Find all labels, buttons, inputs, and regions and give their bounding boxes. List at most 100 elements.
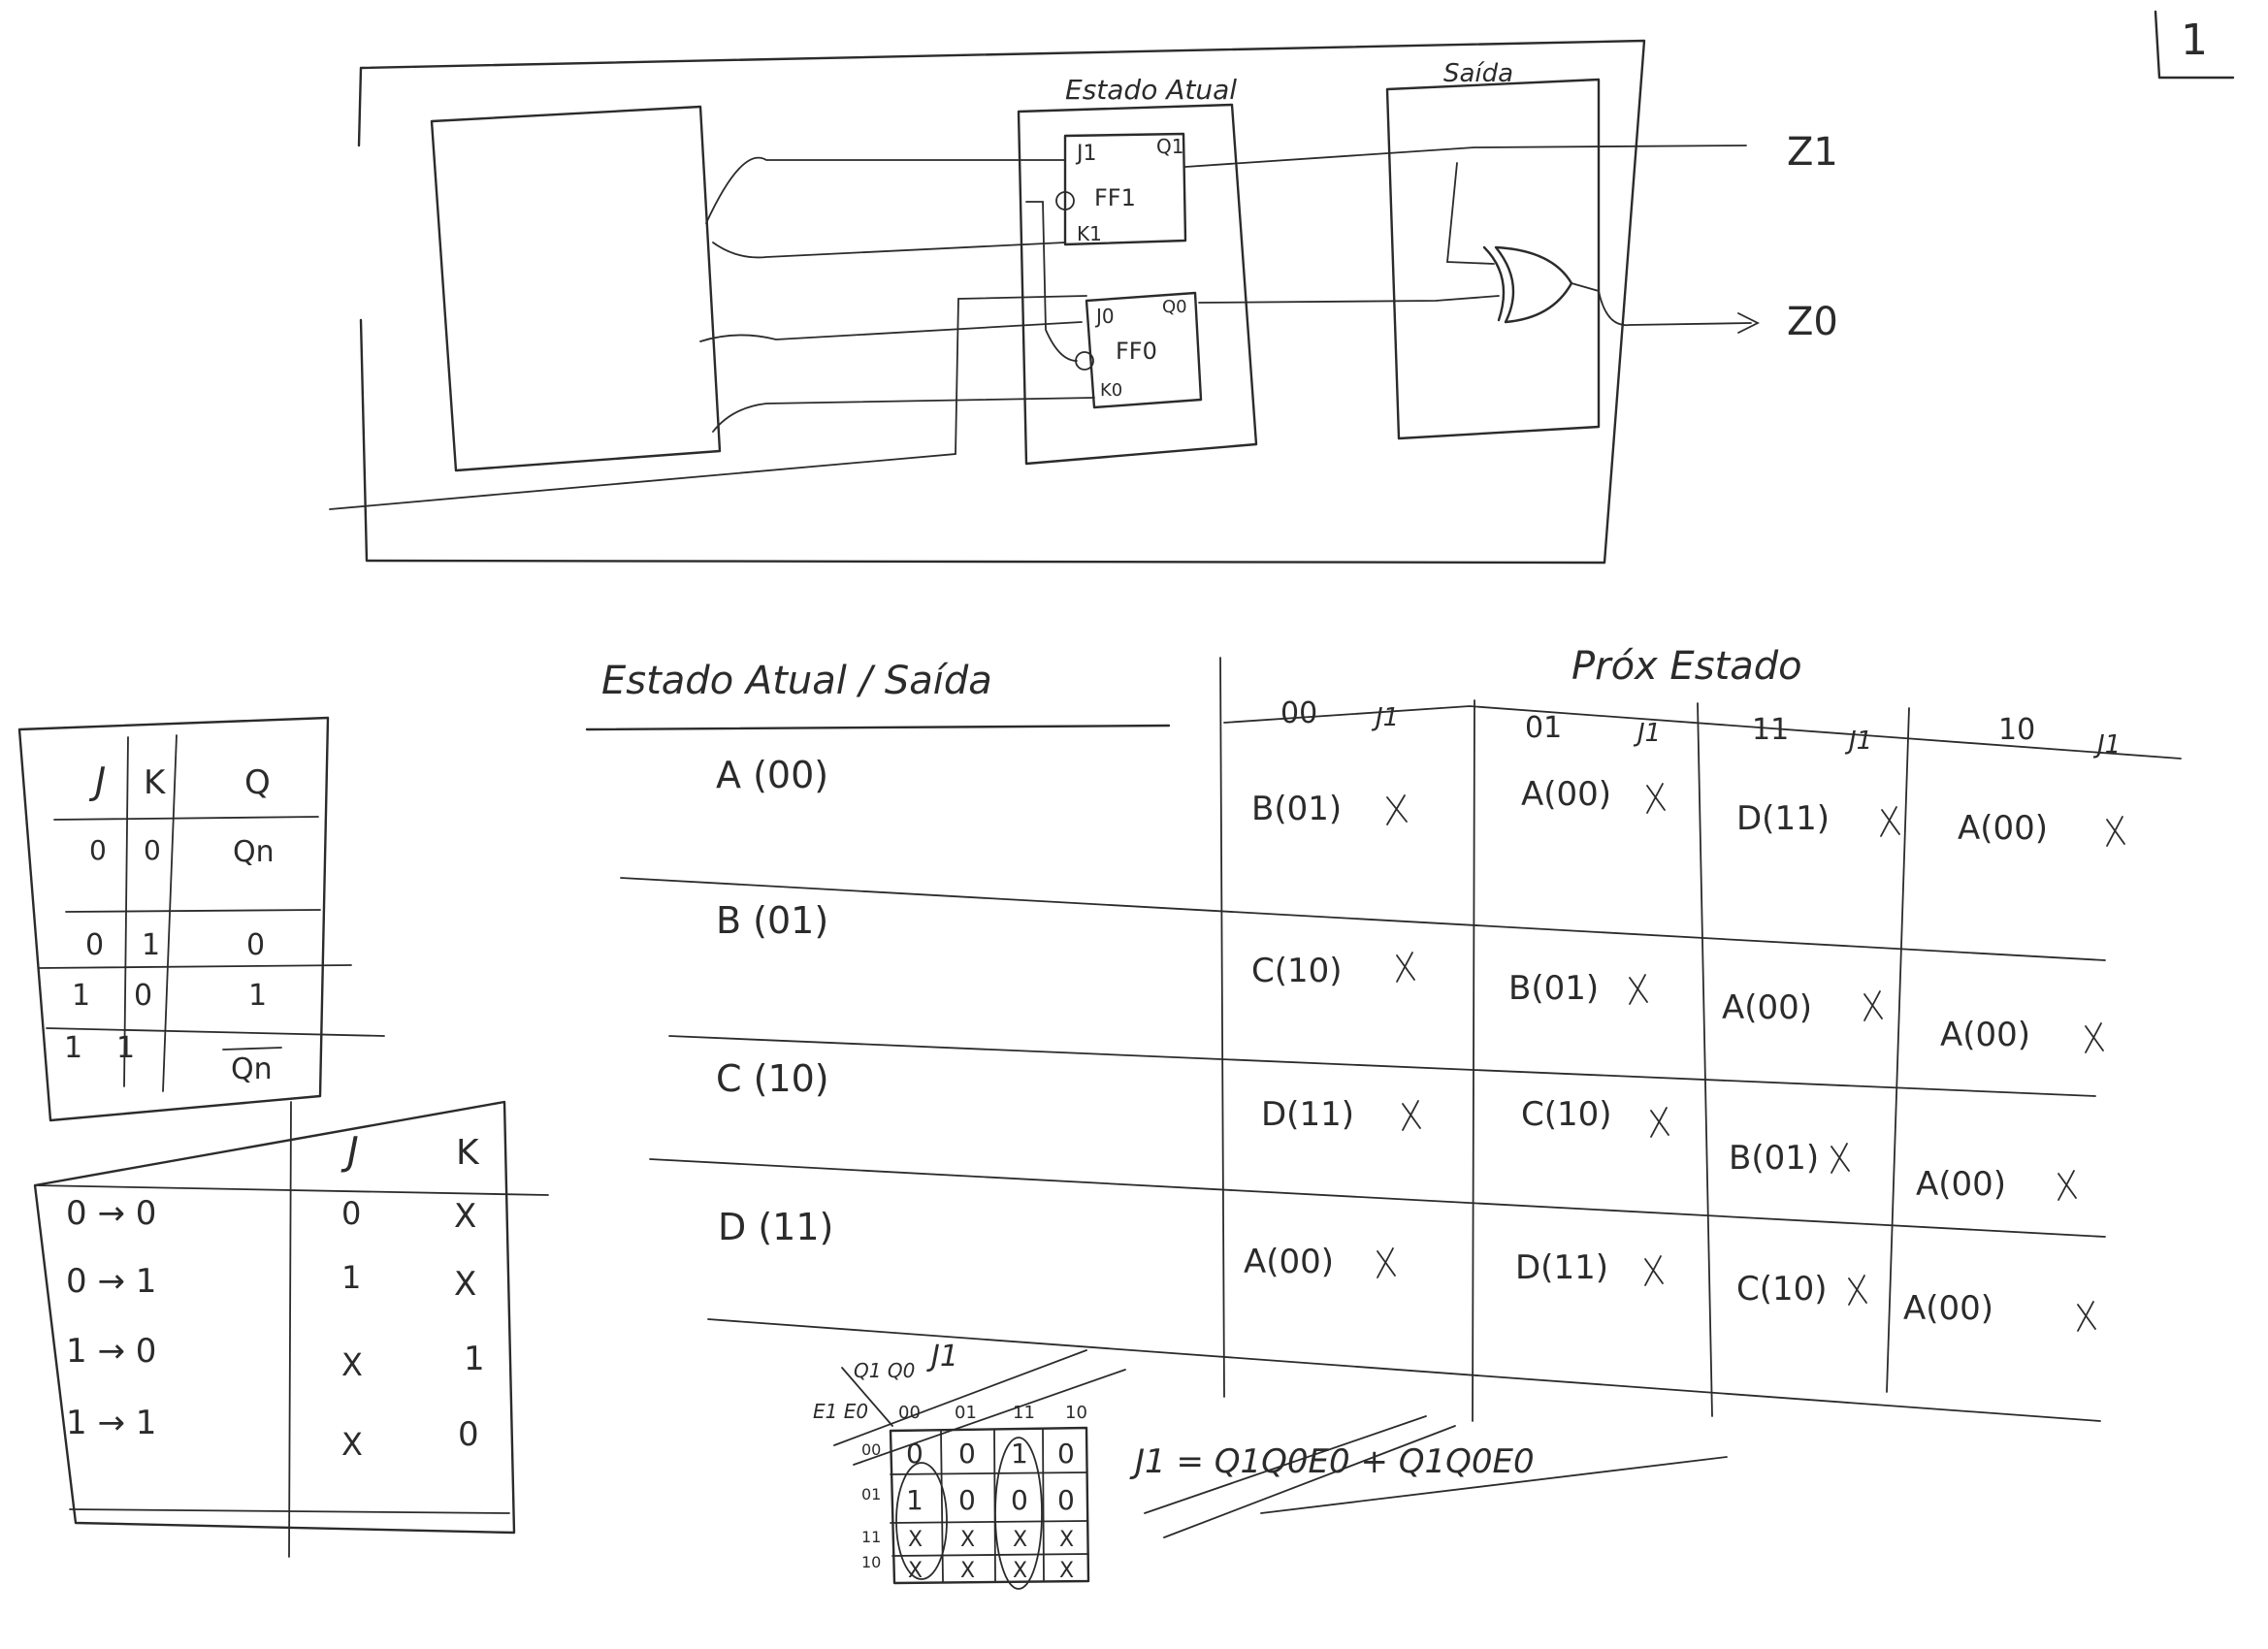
tt-r1-k: 1 (142, 928, 160, 962)
output-z1: Z1 (1787, 130, 1838, 175)
input-col-00: 00 (1280, 696, 1317, 730)
ff0-box (1085, 291, 1203, 409)
tt-r3-k: 1 (116, 1031, 135, 1065)
kmap-row-01: 01 (861, 1485, 881, 1504)
state-table-title-right: Próx Estado (1571, 644, 1802, 689)
next-C-01: C(10) (1521, 1095, 1612, 1134)
kmap-row-00: 00 (861, 1440, 881, 1459)
ff0-name: FF0 (1116, 338, 1157, 365)
next-A-00: B(01) (1251, 790, 1342, 828)
next-C-11: B(01) (1729, 1139, 1819, 1178)
page-number-box: 1 (2154, 10, 2235, 80)
kmap-col-01: 01 (955, 1403, 977, 1423)
col-tag-1: J1 (1633, 719, 1661, 748)
input-col-10: 10 (1998, 713, 2035, 747)
input-col-01: 01 (1525, 711, 1562, 745)
kmap-c33: X (1059, 1559, 1074, 1583)
tt-header-j: J (88, 760, 106, 802)
tt-r1-j: 0 (85, 928, 104, 962)
ff0-q-label: Q0 (1162, 297, 1187, 317)
ex-header-j: J (340, 1129, 359, 1174)
jk-truth-table: J K Q 0 0 Qn 0 1 0 1 0 1 1 1 Qn (17, 716, 385, 1122)
kmap-c32: X (1013, 1559, 1027, 1583)
col-tag-3: J1 (2092, 730, 2121, 760)
ff1-j-label: J1 (1075, 142, 1097, 166)
ex-r2-transition: 1 → 0 (66, 1332, 156, 1371)
tt-r0-q: Qn (233, 835, 275, 869)
state-table-title-left: Estado Atual / Saída (601, 659, 992, 703)
karnaugh-map: J1 Q1 Q0 E1 E0 00 01 11 10 00 01 11 10 0… (813, 1340, 1728, 1590)
next-D-11: C(10) (1736, 1270, 1828, 1309)
next-C-00: D(11) (1261, 1095, 1354, 1134)
kmap-c22: X (1013, 1528, 1027, 1552)
output-scribbles (1377, 783, 2125, 1332)
kmap-c11: 0 (958, 1484, 976, 1516)
ex-header-k: K (456, 1133, 480, 1173)
kmap-c13: 0 (1057, 1484, 1075, 1516)
ex-r0-k: X (454, 1197, 476, 1236)
next-A-01: A(00) (1521, 775, 1611, 814)
ex-r1-transition: 0 → 1 (66, 1262, 156, 1301)
kmap-c01: 0 (958, 1438, 976, 1470)
tt-r1-q: 0 (246, 928, 265, 962)
ff1-name: FF1 (1094, 184, 1136, 211)
state-C: C (10) (716, 1057, 829, 1100)
state-table: Estado Atual / Saída Próx Estado 00 01 1… (585, 644, 2182, 1422)
page-number: 1 (2181, 16, 2208, 65)
output-block-label: Saída (1443, 59, 1513, 88)
ex-r1-k: X (454, 1265, 476, 1304)
next-C-10: A(00) (1916, 1165, 2006, 1204)
kmap-row-10: 10 (861, 1553, 881, 1571)
state-A: A (00) (716, 754, 828, 796)
kmap-c21: X (960, 1528, 975, 1552)
kmap-c30: X (908, 1559, 923, 1583)
ex-r1-j: 1 (341, 1259, 361, 1296)
kmap-c03: 0 (1057, 1438, 1075, 1470)
tt-header-q: Q (244, 763, 271, 802)
ex-r2-j: X (341, 1346, 363, 1383)
next-B-10: A(00) (1940, 1016, 2030, 1054)
tt-header-k: K (144, 763, 167, 802)
col-tag-2: J1 (1844, 727, 1872, 756)
next-B-00: C(10) (1251, 952, 1343, 990)
ff1-q-label: Q1 (1156, 135, 1183, 158)
state-register-block (1017, 103, 1258, 466)
tt-r3-q: Qn (231, 1052, 273, 1086)
input-col-11: 11 (1752, 713, 1789, 747)
kmap-c31: X (960, 1559, 975, 1583)
kmap-col-10: 10 (1065, 1403, 1087, 1423)
state-block-label: Estado Atual (1065, 74, 1237, 106)
output-z0: Z0 (1787, 300, 1838, 344)
kmap-col-00: 00 (898, 1403, 921, 1423)
next-D-00: A(00) (1244, 1243, 1334, 1281)
tt-r2-q: 1 (248, 979, 267, 1013)
next-B-01: B(01) (1508, 969, 1599, 1008)
ff0-j-label: J0 (1094, 305, 1115, 328)
kmap-c20: X (908, 1528, 923, 1552)
state-D: D (11) (718, 1206, 833, 1248)
circuit-diagram: Estado Atual J1 Q1 FF1 K1 J0 Q0 FF0 K0 S… (329, 39, 1838, 565)
next-A-10: A(00) (1958, 809, 2048, 848)
z1-wire (1184, 145, 1747, 168)
state-B: B (01) (716, 899, 828, 942)
kmap-col-var: Q1 Q0 (854, 1359, 915, 1382)
tt-r2-j: 1 (72, 979, 90, 1013)
ff1-box (1063, 132, 1187, 246)
z0-wire (1571, 282, 1752, 327)
tt-r3-j: 1 (64, 1031, 82, 1065)
kmap-group-2 (994, 1437, 1043, 1590)
tt-r2-k: 0 (134, 979, 152, 1013)
ex-r3-j: X (341, 1426, 363, 1463)
ex-r0-j: 0 (341, 1195, 361, 1232)
xor-gate (1482, 245, 1573, 324)
next-A-11: D(11) (1736, 799, 1830, 838)
kmap-c02: 1 (1011, 1438, 1028, 1470)
ff0-k-label: K0 (1100, 380, 1122, 401)
jk-excitation-table: J K 0 → 0 0 X 0 → 1 1 X 1 → 0 X 1 1 → 1 … (33, 1100, 549, 1558)
logic-block (430, 105, 722, 472)
output-block (1385, 78, 1601, 440)
kmap-row-var: E1 E0 (813, 1400, 868, 1423)
ex-r0-transition: 0 → 0 (66, 1194, 156, 1233)
